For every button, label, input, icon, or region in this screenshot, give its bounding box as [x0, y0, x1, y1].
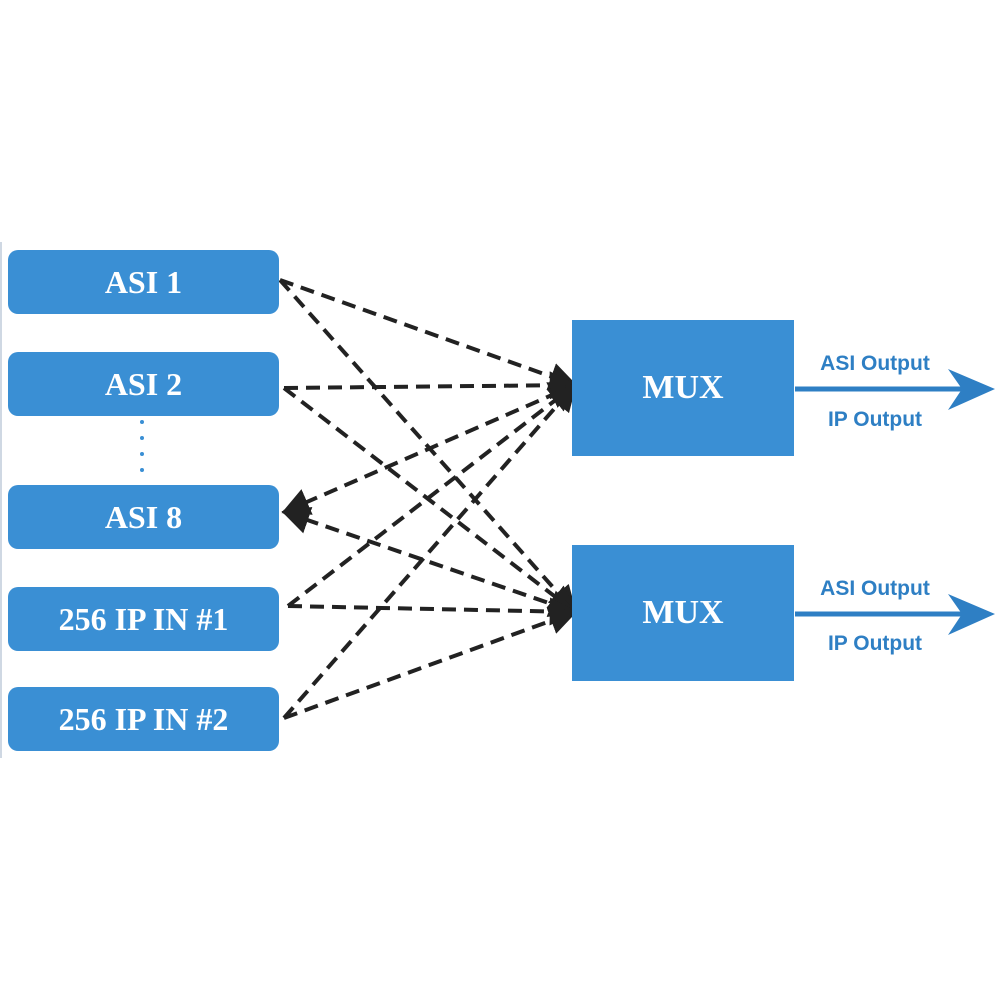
- link-input-3-to-mux-2: [281, 506, 578, 618]
- left-border-line: [0, 242, 2, 758]
- ellipsis-dot: [140, 452, 144, 456]
- input-asi-8: ASI 8: [8, 485, 279, 549]
- input-label: 256 IP IN #1: [58, 600, 229, 637]
- link-input-2-to-mux-2: [282, 386, 578, 614]
- link-input-3-to-mux-1: [281, 382, 578, 515]
- ellipsis-dot: [140, 436, 144, 440]
- mux-block-2: MUX: [572, 545, 794, 681]
- output-arrows: [795, 369, 995, 635]
- link-input-5-to-mux-1: [282, 382, 577, 720]
- link-input-1-to-mux-2: [278, 278, 577, 615]
- mux-1-asi-output-label: ASI Output: [820, 352, 930, 375]
- input-ip-in-1: 256 IP IN #1: [8, 587, 279, 651]
- input-asi-2: ASI 2: [8, 352, 279, 416]
- link-input-1-to-mux-1: [279, 278, 578, 390]
- link-input-4-to-mux-1: [286, 383, 578, 608]
- link-input-4-to-mux-2: [287, 597, 578, 626]
- link-input-2-to-mux-1: [283, 371, 578, 400]
- input-label: ASI 8: [104, 498, 183, 535]
- mux-2-output-arrow-head: [948, 594, 995, 635]
- mux-2-asi-output-label: ASI Output: [820, 577, 930, 600]
- ellipsis-dot: [140, 420, 144, 424]
- input-ip-in-2: 256 IP IN #2: [8, 687, 279, 751]
- mux-block-1: MUX: [572, 320, 794, 456]
- input-asi-1: ASI 1: [8, 250, 279, 314]
- link-input-5-to-mux-2: [283, 607, 578, 720]
- input-label: ASI 2: [104, 365, 183, 402]
- mux-1-ip-output-label: IP Output: [827, 408, 923, 431]
- ellipsis-dot: [140, 468, 144, 472]
- mux-2-ip-output-label: IP Output: [827, 632, 923, 655]
- mux-label: MUX: [642, 594, 724, 631]
- mux-1-output-arrow-head: [948, 369, 995, 410]
- input-label: ASI 1: [104, 263, 183, 300]
- mux-label: MUX: [642, 369, 724, 406]
- dashed-links: [278, 278, 578, 720]
- input-label: 256 IP IN #2: [58, 700, 229, 737]
